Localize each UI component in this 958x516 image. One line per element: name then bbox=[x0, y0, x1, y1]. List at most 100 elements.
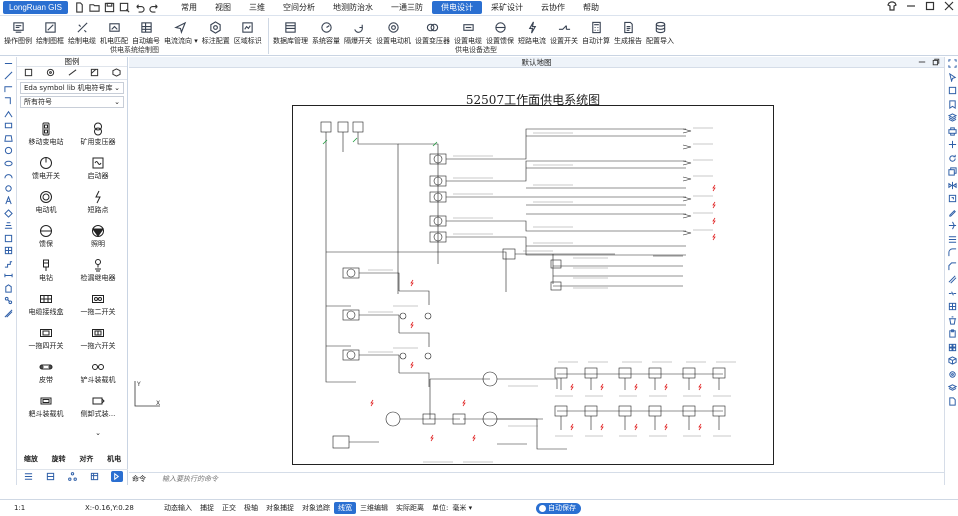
legend-operation-button[interactable]: 操作图例 bbox=[2, 16, 34, 46]
circle-tool-icon[interactable] bbox=[0, 145, 17, 158]
undo-icon[interactable] bbox=[134, 2, 145, 13]
toggle-polar[interactable]: 极轴 bbox=[244, 504, 258, 512]
polyline2-tool-icon[interactable] bbox=[0, 95, 17, 108]
system-capacity-button[interactable]: 系统容量 bbox=[310, 16, 342, 46]
fullscreen-icon[interactable] bbox=[945, 57, 958, 71]
polygon-tool-icon[interactable] bbox=[0, 132, 17, 145]
close-icon[interactable] bbox=[944, 1, 954, 13]
dimension-tool-icon[interactable] bbox=[0, 270, 17, 283]
menu-ventilation[interactable]: 一通三防 bbox=[391, 3, 423, 12]
redo-icon[interactable] bbox=[149, 2, 160, 13]
draw-cable-button[interactable]: 绘制电缆 bbox=[66, 16, 98, 46]
save-icon[interactable] bbox=[104, 2, 115, 13]
menu-power-design[interactable]: 供电设计 bbox=[432, 1, 482, 14]
trim-icon[interactable] bbox=[945, 219, 958, 233]
new-file-icon[interactable] bbox=[74, 2, 85, 13]
maximize-icon[interactable] bbox=[925, 1, 935, 13]
symbol-category-select[interactable]: 所有符号⌄ bbox=[20, 96, 124, 108]
line-tool-icon[interactable] bbox=[0, 70, 17, 83]
polyline-tool-icon[interactable] bbox=[0, 82, 17, 95]
menu-3d[interactable]: 三维 bbox=[249, 3, 265, 12]
block-tool-icon[interactable] bbox=[0, 220, 17, 233]
legend-symbol-tab-icon[interactable] bbox=[110, 471, 123, 482]
node-tool-icon[interactable] bbox=[0, 295, 17, 308]
table-tool-icon[interactable] bbox=[0, 245, 17, 258]
menu-view[interactable]: 视图 bbox=[215, 3, 231, 12]
symbol-starter[interactable]: 启动器 bbox=[73, 156, 123, 181]
menu-geology-water[interactable]: 地测防治水 bbox=[333, 3, 373, 12]
database-manage-button[interactable]: 数据库管理 bbox=[271, 16, 310, 46]
polyline3-tool-icon[interactable] bbox=[0, 107, 17, 120]
label-config-button[interactable]: 标注配置 bbox=[200, 16, 232, 46]
symbol-motor[interactable]: 电动机 bbox=[21, 190, 71, 215]
stack-icon[interactable] bbox=[945, 111, 958, 125]
tab-3d-icon[interactable] bbox=[111, 67, 121, 79]
toggle-dynamic-input[interactable]: 动态输入 bbox=[164, 504, 192, 512]
cursor-icon[interactable] bbox=[945, 71, 958, 85]
symbol-mobile-substation[interactable]: 移动变电站 bbox=[21, 122, 71, 147]
point-tool-icon[interactable] bbox=[0, 57, 17, 70]
building-tool-icon[interactable] bbox=[0, 282, 17, 295]
legend-align-button[interactable]: 对齐 bbox=[79, 455, 94, 463]
set-motor-button[interactable]: 设置电动机 bbox=[374, 16, 413, 46]
symbol-one-to-four-switch[interactable]: 一拖四开关 bbox=[21, 326, 71, 351]
area-mark-button[interactable]: 区域标识 bbox=[232, 16, 264, 46]
layer-tool-icon[interactable] bbox=[0, 232, 17, 245]
toggle-line-width[interactable]: 线宽 bbox=[334, 502, 356, 514]
break-icon[interactable] bbox=[945, 287, 958, 301]
settings-icon[interactable] bbox=[945, 368, 958, 382]
rectangle-tool-icon[interactable] bbox=[0, 120, 17, 133]
toggle-ortho[interactable]: 正交 bbox=[222, 504, 236, 512]
toggle-real-distance[interactable]: 实际距离 bbox=[396, 504, 424, 512]
menu-spatial-analysis[interactable]: 空间分析 bbox=[283, 3, 315, 12]
symbol-cable-junction-box[interactable]: 电缆接线盒 bbox=[21, 292, 71, 317]
symbol-shovel-loader[interactable]: 铲斗装载机 bbox=[73, 360, 123, 385]
toggle-object-track[interactable]: 对象追踪 bbox=[302, 504, 330, 512]
save-as-icon[interactable] bbox=[119, 2, 130, 13]
symbol-leak-relay[interactable]: 检漏继电器 bbox=[73, 258, 123, 283]
toggle-snap[interactable]: 捕捉 bbox=[200, 504, 214, 512]
explode-icon[interactable] bbox=[945, 300, 958, 314]
symbol-feeder-protect[interactable]: 馈保 bbox=[21, 224, 71, 249]
move-icon[interactable] bbox=[945, 138, 958, 152]
toggle-3d-edit[interactable]: 三维编辑 bbox=[360, 504, 388, 512]
print-icon[interactable] bbox=[945, 125, 958, 139]
stairs-tool-icon[interactable] bbox=[0, 257, 17, 270]
auto-number-button[interactable]: 自动编号 bbox=[130, 16, 162, 46]
tab-line-icon[interactable] bbox=[68, 68, 77, 79]
layer-list-icon[interactable] bbox=[22, 471, 34, 482]
unit-select[interactable]: 毫米 ▾ bbox=[452, 504, 473, 512]
pencil-icon[interactable] bbox=[945, 206, 958, 220]
offset-icon[interactable] bbox=[945, 273, 958, 287]
symbol-one-to-six-switch[interactable]: 一拖六开关 bbox=[73, 326, 123, 351]
tab-fill-icon[interactable] bbox=[90, 68, 99, 79]
scale-icon[interactable] bbox=[945, 192, 958, 206]
set-feeder-protect-button[interactable]: 设置馈保 bbox=[484, 16, 516, 46]
drawing-sheet[interactable]: 52507工作面供电系统图 bbox=[292, 93, 774, 465]
symbol-belt[interactable]: 皮带 bbox=[21, 360, 71, 385]
config-import-button[interactable]: 配置导入 bbox=[644, 16, 676, 46]
app-logo[interactable]: LongRuan GIS bbox=[3, 1, 68, 14]
current-flow-button[interactable]: 电流流向 ▾ bbox=[162, 16, 200, 46]
symbol-one-to-two-switch[interactable]: 一拖二开关 bbox=[73, 292, 123, 317]
shirt-theme-icon[interactable] bbox=[887, 1, 897, 13]
menu-help[interactable]: 帮助 bbox=[583, 3, 599, 12]
set-cable-button[interactable]: 设置电缆 bbox=[452, 16, 484, 46]
open-folder-icon[interactable] bbox=[89, 2, 100, 13]
toggle-object-snap[interactable]: 对象捕捉 bbox=[266, 504, 294, 512]
menu-mining-design[interactable]: 采矿设计 bbox=[491, 3, 523, 12]
symbol-library-select[interactable]: Eda symbol lib 机电符号库⌄ bbox=[20, 82, 124, 94]
layers-panel-icon[interactable] bbox=[945, 381, 958, 395]
rotate-icon[interactable] bbox=[945, 152, 958, 166]
mirror-icon[interactable] bbox=[945, 179, 958, 193]
set-transformer-button[interactable]: 设置变压器 bbox=[413, 16, 452, 46]
command-input[interactable] bbox=[162, 475, 462, 483]
arc-tool-icon[interactable] bbox=[0, 170, 17, 183]
minimize-icon[interactable] bbox=[918, 58, 926, 69]
chamfer-icon[interactable] bbox=[945, 260, 958, 274]
more-symbols-chevron[interactable]: ⌄ bbox=[73, 428, 123, 437]
document-icon[interactable] bbox=[945, 395, 958, 409]
tab-point-icon[interactable] bbox=[46, 68, 55, 79]
ellipse-tool-icon[interactable] bbox=[0, 157, 17, 170]
table-icon[interactable] bbox=[89, 471, 101, 482]
